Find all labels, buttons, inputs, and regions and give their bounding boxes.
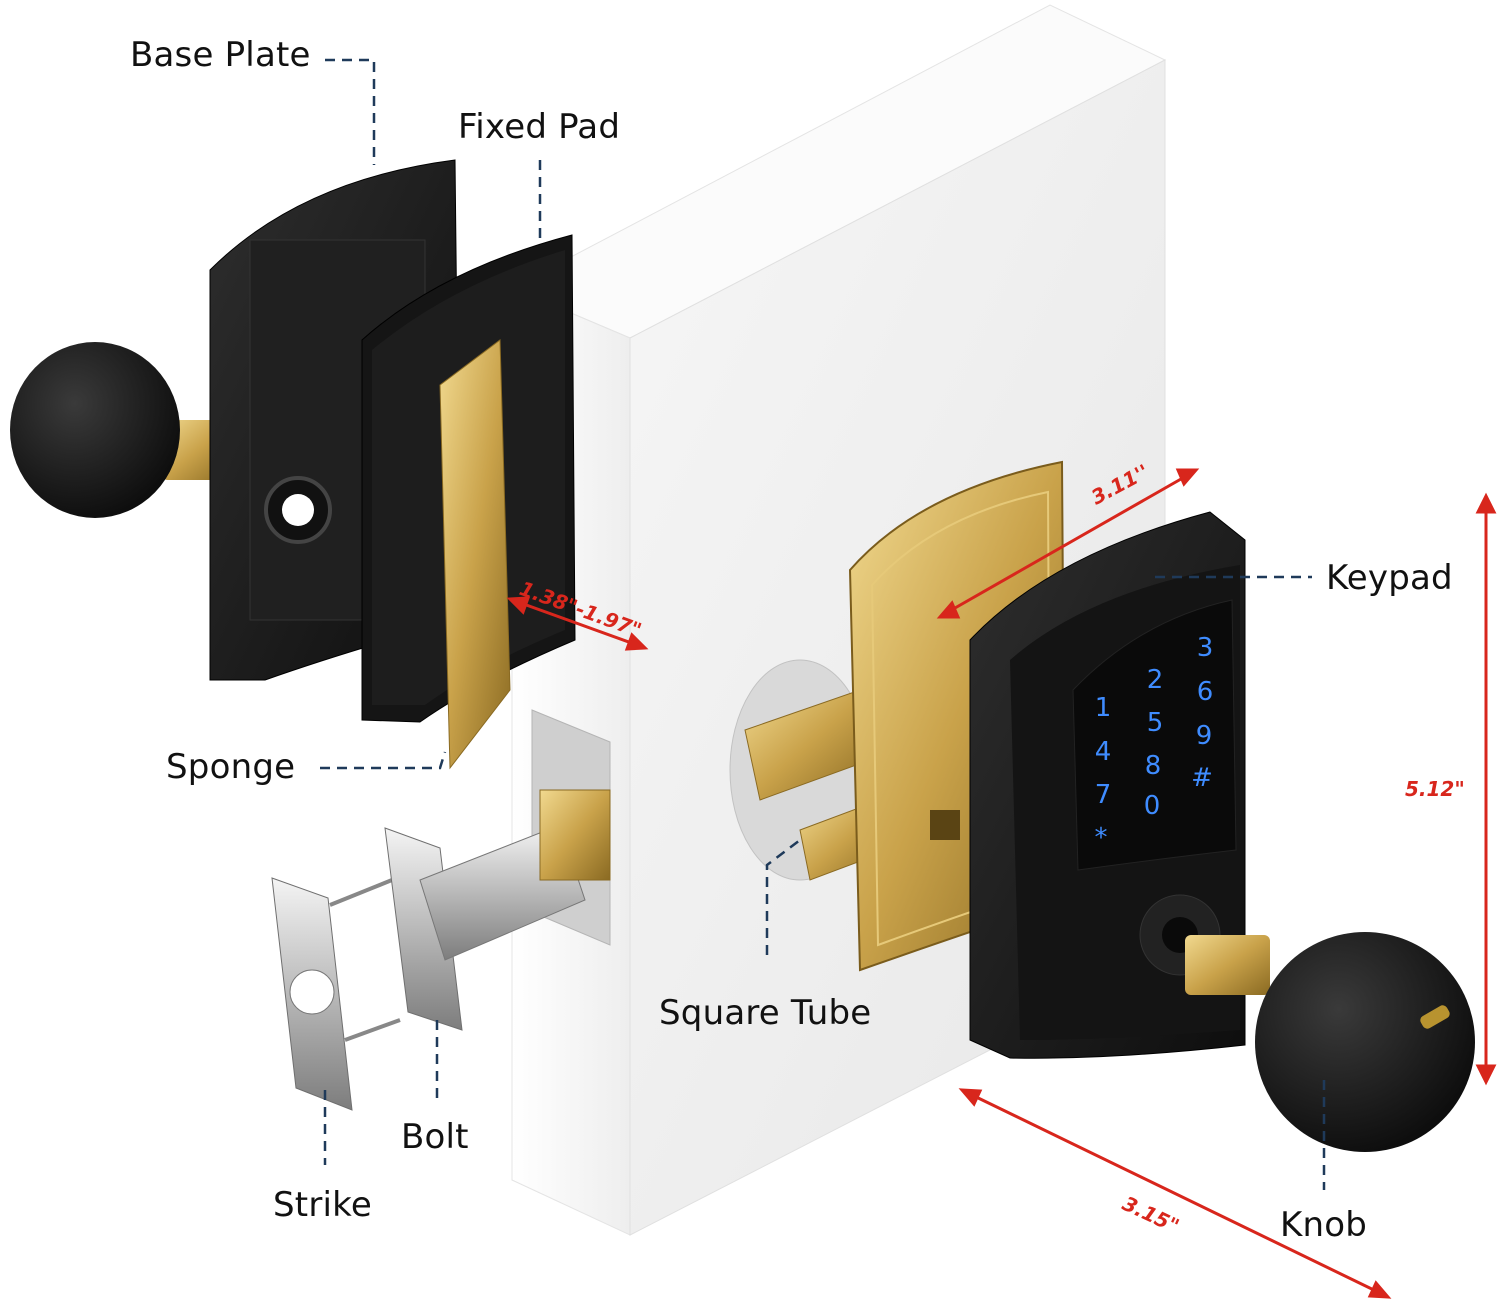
leader-lines bbox=[320, 58, 1326, 1190]
leader-square-tube bbox=[765, 839, 801, 955]
label-fixed-pad: Fixed Pad bbox=[458, 107, 621, 147]
label-bolt: Bolt bbox=[401, 1117, 469, 1157]
key-hash[interactable]: # bbox=[1191, 763, 1213, 793]
keypad-part bbox=[969, 511, 1246, 1059]
keypad-digits: 3 2 6 1 5 9 4 8 # 7 0 * bbox=[1095, 633, 1214, 853]
keypad-touch-panel bbox=[1072, 599, 1237, 871]
key-2[interactable]: 2 bbox=[1147, 665, 1164, 695]
key-3[interactable]: 3 bbox=[1197, 633, 1214, 663]
key-star[interactable]: * bbox=[1095, 823, 1108, 853]
label-keypad: Keypad bbox=[1326, 558, 1453, 598]
sponge-part bbox=[439, 339, 511, 770]
key-9[interactable]: 9 bbox=[1196, 721, 1213, 751]
keypad-width-arrow bbox=[947, 473, 1189, 614]
leader-sponge bbox=[320, 751, 447, 770]
left-knob bbox=[10, 342, 235, 518]
key-1[interactable]: 1 bbox=[1095, 693, 1112, 723]
label-square-tube: Square Tube bbox=[659, 993, 872, 1033]
right-knob bbox=[1185, 932, 1475, 1152]
key-0[interactable]: 0 bbox=[1144, 791, 1161, 821]
dim-keypad-height: 5.12" bbox=[1405, 777, 1465, 801]
label-knob: Knob bbox=[1280, 1205, 1368, 1245]
bolt-part bbox=[384, 789, 611, 1031]
depth-arrow bbox=[971, 1093, 1379, 1294]
leader-base-plate bbox=[325, 58, 376, 165]
label-base-plate: Base Plate bbox=[130, 35, 311, 75]
label-strike: Strike bbox=[273, 1185, 372, 1225]
door-thickness-arrow bbox=[517, 600, 638, 647]
key-4[interactable]: 4 bbox=[1095, 737, 1112, 767]
key-6[interactable]: 6 bbox=[1197, 677, 1214, 707]
key-8[interactable]: 8 bbox=[1145, 751, 1162, 781]
label-sponge: Sponge bbox=[166, 747, 296, 787]
key-5[interactable]: 5 bbox=[1147, 708, 1164, 738]
key-7[interactable]: 7 bbox=[1095, 780, 1112, 810]
strike-part bbox=[271, 877, 401, 1111]
dimension-arrows bbox=[506, 468, 1497, 1299]
